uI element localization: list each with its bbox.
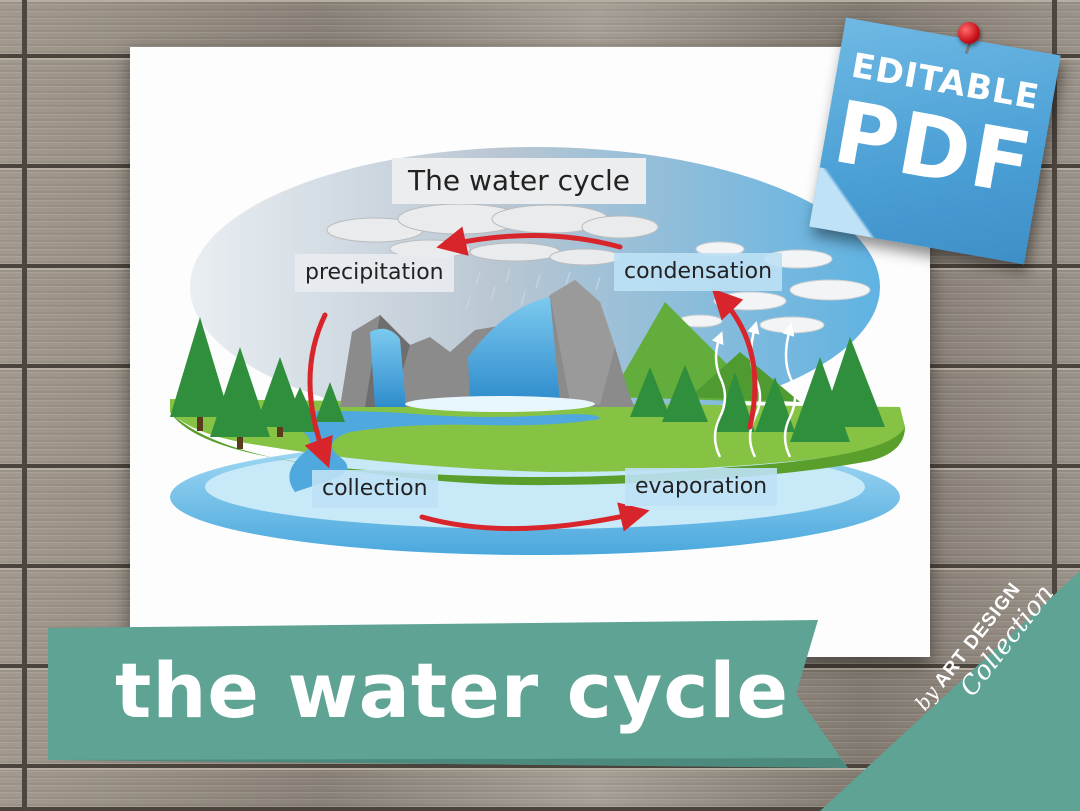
label-condensation: condensation: [614, 253, 783, 291]
label-precipitation: precipitation: [295, 254, 454, 292]
title-banner: [48, 620, 848, 768]
label-evaporation: evaporation: [625, 468, 778, 506]
page-curl: [809, 167, 889, 239]
editable-pdf-sticky-note: EDITABLE PDF: [809, 17, 1061, 265]
brand-corner: [820, 571, 1080, 811]
water-cycle-illustration: [170, 147, 905, 555]
cycle-arrow-icon: [304, 226, 758, 532]
diagram-title: The water cycle: [392, 158, 647, 204]
push-pin-icon: [958, 22, 980, 44]
water-cycle-poster: The water cycle precipitation condensati…: [130, 47, 930, 657]
banner-title: the water cycle: [115, 646, 789, 735]
label-collection: collection: [312, 470, 438, 508]
